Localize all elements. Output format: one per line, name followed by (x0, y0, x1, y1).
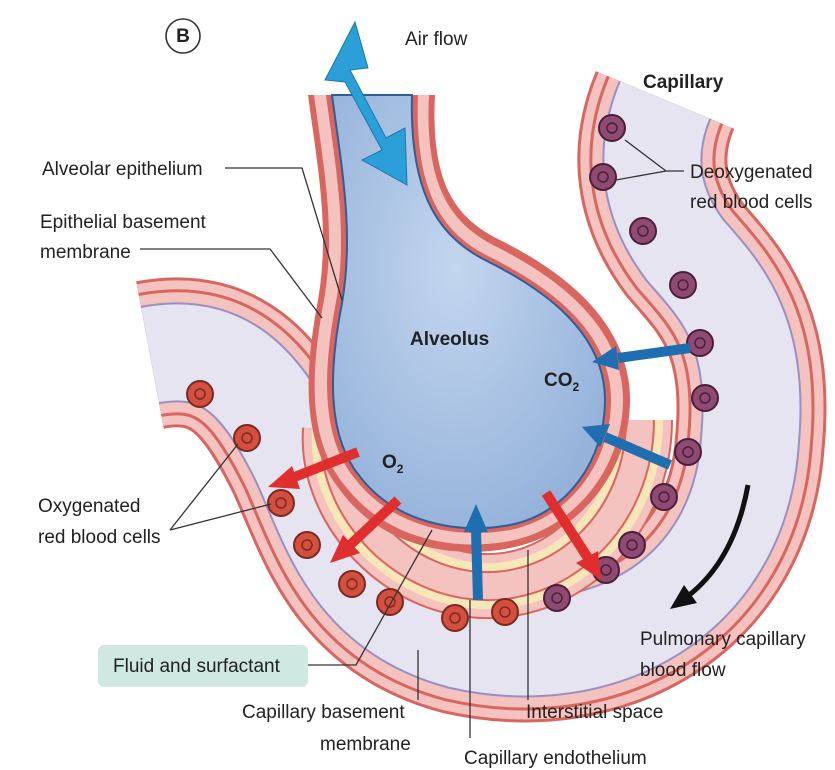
fluid-surfactant-box (98, 645, 308, 687)
red-blood-cell (589, 163, 617, 191)
red-blood-cell (686, 329, 714, 357)
alveolar-epithelium-label: Alveolar epithelium (42, 159, 203, 180)
panel-letter-badge (165, 18, 201, 54)
capillary-basement-label-2: membrane (320, 734, 411, 755)
o2-arrow (541, 490, 601, 580)
alveolus-sac (308, 94, 630, 552)
red-blood-cell (441, 604, 469, 632)
o2-arrow (330, 496, 402, 563)
capillary-basement-label-1: Capillary basement (242, 702, 405, 723)
pulmonary-flow-label-2: blood flow (640, 660, 726, 681)
co2-arrow (582, 424, 672, 470)
capillary-wall-layers (136, 71, 827, 723)
red-blood-cell (293, 531, 321, 559)
air-flow-label: Air flow (405, 29, 468, 50)
alveolus-lumen (330, 94, 607, 530)
oxygenated-label-2: red blood cells (38, 527, 161, 548)
o2-arrow (268, 447, 360, 489)
co2-arrows (464, 343, 691, 601)
epithelial-basement-label-1: Epithelial basement (40, 212, 207, 233)
alveolus-label: Alveolus (410, 329, 489, 350)
deoxygenated-label-1: Deoxygenated (690, 162, 813, 183)
oxygenated-label-1: Oxygenated (38, 496, 140, 517)
co2-arrow (464, 504, 488, 601)
red-blood-cell (338, 570, 366, 598)
o2-label: O2 (382, 452, 404, 476)
red-blood-cell (629, 217, 657, 245)
red-blood-cell (598, 114, 626, 142)
red-blood-cell (543, 584, 571, 612)
red-blood-cell (233, 424, 261, 452)
interstitial-space-label: Interstitial space (526, 702, 663, 723)
fluid-surfactant-label: Fluid and surfactant (113, 656, 281, 677)
epithelial-basement-label-2: membrane (40, 242, 131, 263)
capillary-endothelium-label: Capillary endothelium (464, 748, 647, 769)
deoxygenated-label-2: red blood cells (690, 192, 813, 213)
red-blood-cell (650, 483, 678, 511)
air-flow-arrow (324, 20, 408, 186)
panel-letter: B (176, 26, 190, 47)
red-blood-cell (669, 271, 697, 299)
blood-flow-arrow (670, 484, 751, 609)
labels: B Air flow Capillary Alveolar epithelium… (38, 18, 813, 769)
red-blood-cell (376, 588, 404, 616)
red-blood-cell (491, 598, 519, 626)
capillary-label: Capillary (643, 72, 724, 93)
co2-label: CO2 (544, 370, 580, 394)
red-blood-cell (618, 531, 646, 559)
leader-lines (140, 139, 684, 738)
oxygenated-red-blood-cells (186, 380, 519, 632)
red-blood-cell (186, 380, 214, 408)
pulmonary-flow-label-1: Pulmonary capillary (640, 629, 806, 650)
co2-arrow (592, 343, 691, 370)
red-blood-cell (267, 489, 295, 517)
red-blood-cell (691, 384, 719, 412)
red-blood-cell (674, 438, 702, 466)
o2-arrows (268, 447, 601, 580)
